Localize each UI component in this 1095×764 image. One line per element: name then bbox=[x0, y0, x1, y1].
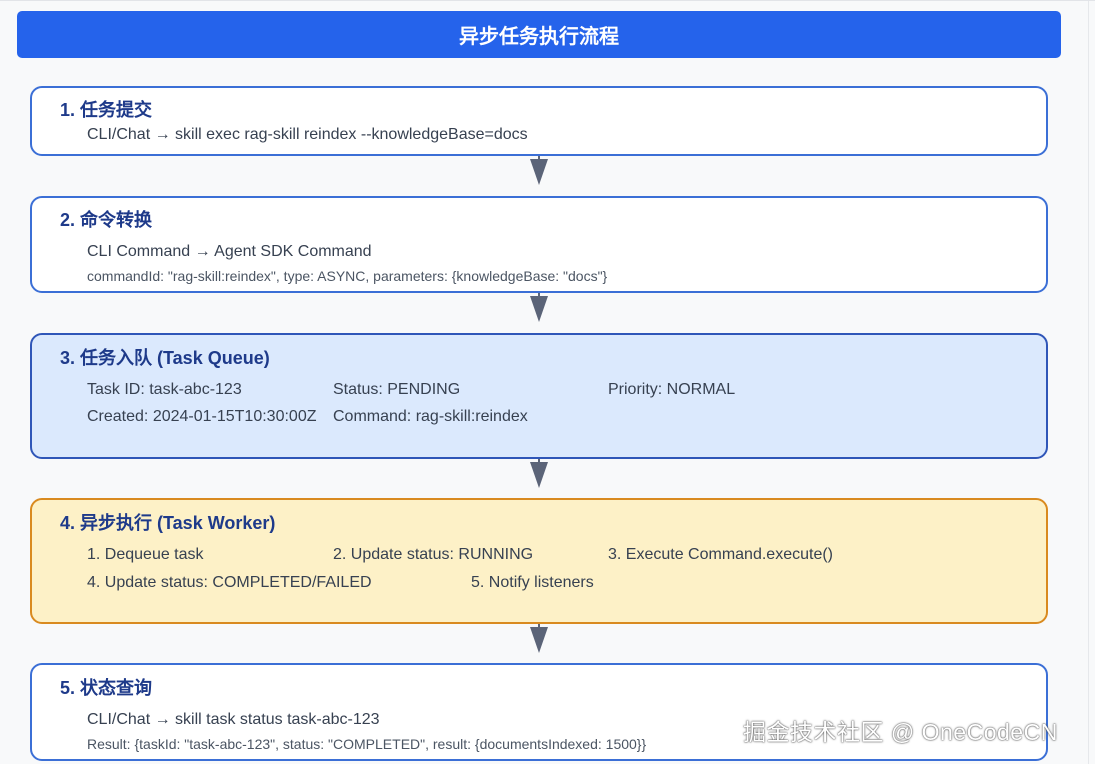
arrow-down-icon bbox=[530, 462, 548, 488]
step-title: 3. 任务入队 (Task Queue) bbox=[60, 348, 270, 368]
step-line: CLI Command → Agent SDK Command bbox=[87, 243, 372, 260]
connector-line bbox=[538, 624, 540, 628]
step-title: 4. 异步执行 (Task Worker) bbox=[60, 513, 276, 533]
step-status-query: 5. 状态查询 CLI/Chat → skill task status tas… bbox=[30, 663, 1048, 761]
task-id-field: Task ID: task-abc-123 bbox=[87, 381, 242, 398]
connector-line bbox=[538, 459, 540, 463]
step-task-submit: 1. 任务提交 CLI/Chat → skill exec rag-skill … bbox=[30, 86, 1048, 156]
step-task-worker: 4. 异步执行 (Task Worker) 1. Dequeue task 2.… bbox=[30, 498, 1048, 624]
worker-step: 2. Update status: RUNNING bbox=[333, 546, 534, 563]
priority-field: Priority: NORMAL bbox=[608, 381, 736, 398]
worker-step: 5. Notify listeners bbox=[471, 574, 594, 591]
created-field: Created: 2024-01-15T10:30:00Z bbox=[87, 408, 317, 425]
step-title: 2. 命令转换 bbox=[60, 210, 153, 230]
status-field: Status: PENDING bbox=[333, 381, 461, 398]
connector-line bbox=[538, 293, 540, 297]
worker-step: 1. Dequeue task bbox=[87, 546, 204, 563]
page-scrollbar-edge bbox=[1088, 1, 1089, 764]
watermark: 掘金技术社区 @ OneCodeCN bbox=[743, 719, 1058, 745]
step-line: CLI/Chat → skill task status task-abc-12… bbox=[87, 711, 380, 728]
worker-step: 3. Execute Command.execute() bbox=[608, 546, 833, 563]
arrow-down-icon bbox=[530, 296, 548, 322]
step-title: 1. 任务提交 bbox=[60, 100, 153, 120]
command-field: Command: rag-skill:reindex bbox=[333, 408, 528, 425]
step-command-convert: 2. 命令转换 CLI Command → Agent SDK Command … bbox=[30, 196, 1048, 293]
diagram-title: 异步任务执行流程 bbox=[17, 11, 1061, 58]
connector-line bbox=[538, 156, 540, 160]
step-task-queue: 3. 任务入队 (Task Queue) Task ID: task-abc-1… bbox=[30, 333, 1048, 459]
step-line-detail: Result: {taskId: "task-abc-123", status:… bbox=[87, 736, 647, 752]
step-line: CLI/Chat → skill exec rag-skill reindex … bbox=[87, 126, 528, 143]
step-title: 5. 状态查询 bbox=[60, 678, 153, 698]
worker-step: 4. Update status: COMPLETED/FAILED bbox=[87, 574, 372, 591]
step-line-detail: commandId: "rag-skill:reindex", type: AS… bbox=[87, 268, 608, 284]
arrow-down-icon bbox=[530, 627, 548, 653]
arrow-down-icon bbox=[530, 159, 548, 185]
